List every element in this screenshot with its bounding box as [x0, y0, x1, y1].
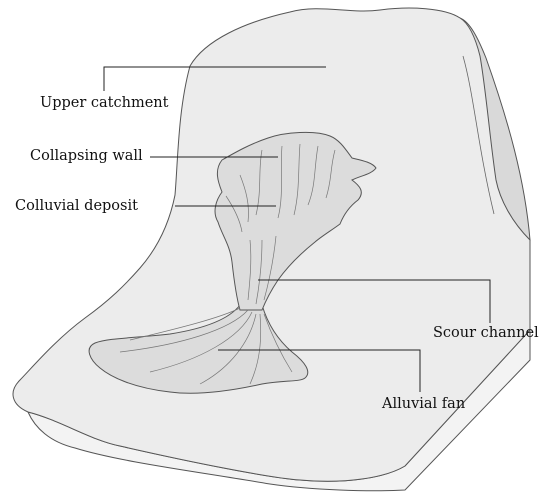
- leader-lines: [103, 66, 491, 392]
- collapse-body-shape: [214, 131, 377, 311]
- label-scour-channel: Scour channel: [433, 325, 539, 341]
- label-collapsing-wall: Collapsing wall: [30, 148, 143, 164]
- label-upper-catchment: Upper catchment: [40, 95, 169, 111]
- label-alluvial-fan: Alluvial fan: [382, 396, 466, 412]
- label-colluvial-deposit: Colluvial deposit: [15, 198, 138, 214]
- leader-scour-channel: [258, 279, 491, 323]
- leader-upper-catchment: [103, 66, 326, 91]
- plateau-edge: [462, 55, 495, 215]
- leader-alluvial-fan: [218, 349, 421, 392]
